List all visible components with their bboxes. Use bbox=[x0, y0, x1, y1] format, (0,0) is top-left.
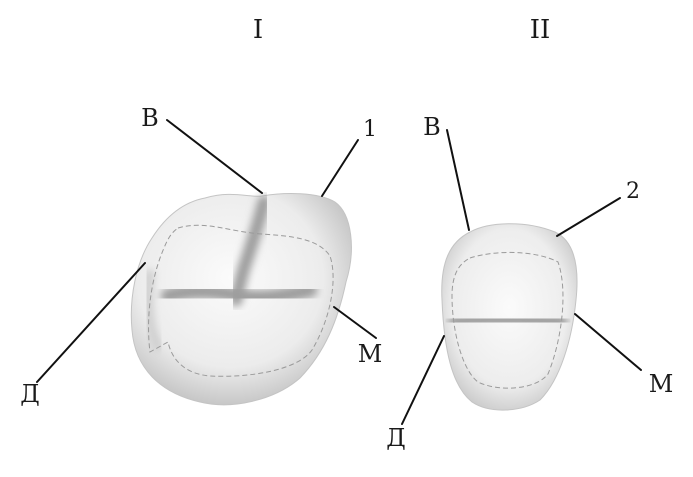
figure-I-label-left: Д bbox=[20, 380, 40, 408]
molar-fissure-horizontal bbox=[168, 290, 310, 298]
figure-II-label-right: М bbox=[649, 370, 674, 398]
leader-II-number bbox=[557, 198, 620, 236]
figure-II-label-bottom: Д bbox=[386, 424, 406, 452]
molar-tooth-I bbox=[131, 194, 351, 405]
premolar-tooth-II bbox=[442, 224, 577, 410]
leader-II-right bbox=[575, 314, 641, 370]
leader-I-top bbox=[167, 120, 262, 193]
leader-I-left bbox=[37, 263, 145, 382]
figure-I-label-right: М bbox=[358, 340, 383, 368]
premolar-fissure bbox=[456, 319, 560, 322]
leader-II-bottom bbox=[402, 336, 444, 424]
leader-I-right bbox=[334, 307, 376, 338]
figure-I-label-number: 1 bbox=[363, 117, 377, 142]
figure-I-numeral: I bbox=[253, 15, 263, 45]
leader-II-top bbox=[447, 130, 469, 230]
figure-II-label-top: В bbox=[423, 113, 441, 141]
leader-I-number bbox=[322, 140, 358, 196]
figure-I-label-top: В bbox=[141, 104, 159, 132]
figure-II-numeral: II bbox=[530, 15, 551, 45]
figure-II-label-number: 2 bbox=[626, 179, 640, 204]
